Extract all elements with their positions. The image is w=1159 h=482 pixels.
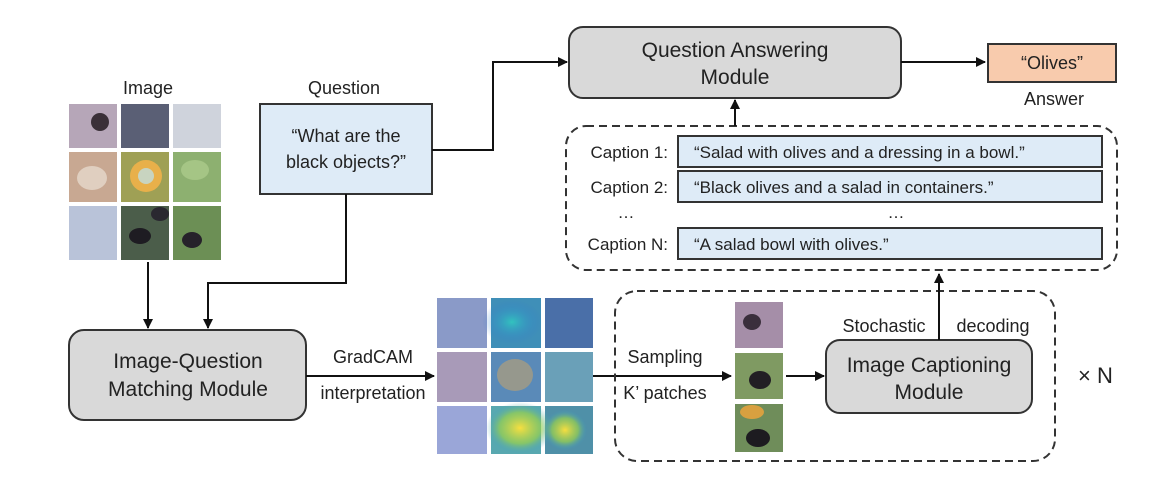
iqm-line1: Image-Question (113, 350, 262, 373)
question-text-line1: “What are the (291, 126, 400, 146)
caption-n-box: “A salad bowl with olives.” (677, 227, 1103, 260)
qa-line2: Module (701, 66, 770, 89)
iqm-line2: Matching Module (108, 378, 268, 401)
question-text-line2: black objects?” (286, 152, 406, 172)
image-captioning-module: Image Captioning Module (825, 339, 1033, 414)
caption-1-text: “Salad with olives and a dressing in a b… (694, 143, 1025, 162)
caption-2-box: “Black olives and a salad in containers.… (677, 170, 1103, 203)
stochastic-label: Stochastic (842, 316, 925, 336)
times-n-label: × N (1078, 363, 1113, 388)
interpretation-label: interpretation (320, 383, 425, 403)
caption-1-label: Caption 1: (591, 143, 669, 162)
caption-n-text: “A salad bowl with olives.” (694, 235, 889, 254)
image-label: Image (123, 78, 173, 98)
input-image-grid (69, 104, 221, 260)
k-patches-label: K’ patches (623, 383, 706, 403)
ic-line1: Image Captioning (847, 354, 1012, 377)
answer-label: Answer (1024, 89, 1084, 109)
arrow-question-to-matching (203, 194, 347, 329)
image-question-matching-module: Image-Question Matching Module (68, 329, 307, 421)
answer-box: “Olives” (987, 43, 1117, 83)
question-label: Question (308, 78, 380, 98)
caption-2-text: “Black olives and a salad in containers.… (694, 178, 994, 197)
sampling-label: Sampling (627, 347, 702, 367)
question-box: “What are the black objects?” (259, 103, 433, 195)
caption-2-label: Caption 2: (591, 178, 669, 197)
question-answering-module: Question Answering Module (568, 26, 902, 99)
captions-ellipsis-left: … (618, 203, 635, 222)
decoding-label: decoding (956, 316, 1029, 336)
gradcam-heatmap-grid (437, 298, 593, 454)
answer-text: “Olives” (1021, 53, 1083, 73)
sampling-captioning-group (614, 290, 1056, 462)
sampled-patches (735, 302, 783, 452)
ic-line2: Module (895, 381, 964, 404)
captions-ellipsis-center: … (888, 203, 905, 222)
arrow-question-to-qa (432, 57, 568, 151)
caption-n-label: Caption N: (588, 235, 668, 254)
gradcam-label: GradCAM (333, 347, 413, 367)
qa-line1: Question Answering (642, 39, 829, 62)
caption-1-box: “Salad with olives and a dressing in a b… (677, 135, 1103, 168)
